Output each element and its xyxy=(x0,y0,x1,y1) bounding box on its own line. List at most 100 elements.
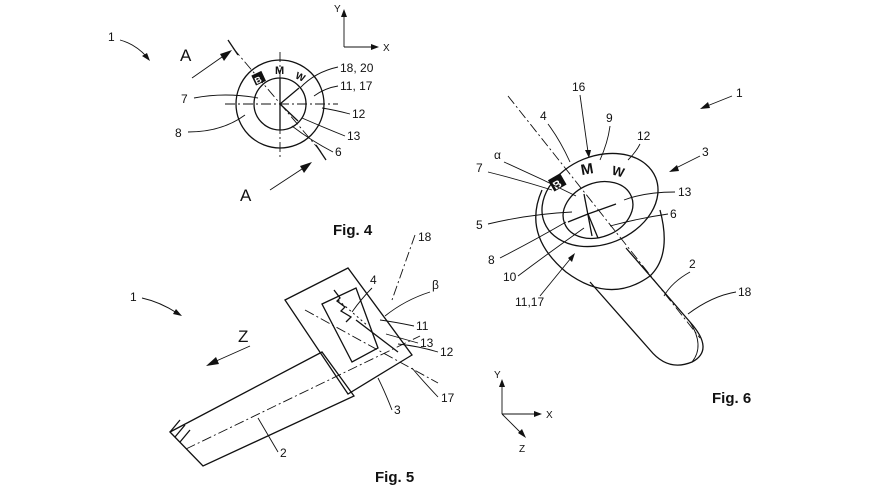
fig4-ref-6: 6 xyxy=(335,145,342,159)
fig4-leader-6 xyxy=(291,125,334,153)
fig5-shank-end-edge-3 xyxy=(179,429,191,443)
fig5-leader-4 xyxy=(351,287,373,313)
fig6-ref-18: 18 xyxy=(738,285,752,299)
fig5-direction-z-shaft xyxy=(213,345,251,363)
fig5-leader-2 xyxy=(257,417,279,453)
fig6-leader-18 xyxy=(687,291,737,315)
fig5-y-axis-arrowhead xyxy=(499,379,505,387)
fig6-head-side xyxy=(535,189,665,291)
fig5-shank-axis xyxy=(185,335,421,450)
fig6-leader-3 xyxy=(675,155,701,169)
fig4-radial-mark-upper xyxy=(279,87,300,105)
fig6-ref-12: 12 xyxy=(637,129,651,143)
fig4-leader-18-20 xyxy=(299,66,339,89)
fig5-leader-17 xyxy=(411,367,439,398)
fig6-shank-end-face xyxy=(689,321,699,363)
fig6-leader-2 xyxy=(663,271,691,297)
fig6-radial-mark-b xyxy=(587,203,617,215)
fig6-radial-mark-d xyxy=(567,213,589,223)
fig4-section-line xyxy=(232,47,323,154)
fig6-ref-11-17: 11,17 xyxy=(515,295,544,309)
fig5-head-recess xyxy=(321,287,379,363)
fig4-ref-18-20: 18, 20 xyxy=(340,61,374,75)
fig4-section-arrowhead-bottom xyxy=(300,162,312,173)
fig5-leader-13 xyxy=(385,333,419,344)
fig6-ref-8: 8 xyxy=(488,253,495,267)
fig5-ref-1: 1 xyxy=(130,290,137,304)
fig6-logo-letter-m: M xyxy=(580,160,595,179)
fig5-leader-11 xyxy=(379,319,415,327)
fig6-ref-10: 10 xyxy=(503,270,517,284)
fig5-axis-18 xyxy=(391,234,416,301)
fig4-leader-7 xyxy=(193,94,259,99)
fig4-section-end-top xyxy=(227,39,239,56)
fig5-leader-3 xyxy=(377,377,393,411)
fig4-ref-13: 13 xyxy=(347,129,361,143)
fig5-ref-3: 3 xyxy=(394,403,401,417)
fig4-ref-1: 1 xyxy=(108,30,115,44)
figure-4: 1 A A Y X B M W 7 8 xyxy=(108,4,390,239)
fig6-radial-mark-c xyxy=(587,213,599,239)
fig6-leader-8 xyxy=(499,221,567,259)
fig4-section-label-a-top: A xyxy=(180,46,192,65)
fig4-leader-1 xyxy=(119,39,148,58)
fig6-ref-3: 3 xyxy=(702,145,709,159)
fig4-logo-b-box xyxy=(251,70,266,86)
fig5-shank-end-edge-1 xyxy=(169,419,181,433)
fig4-arrowhead-1 xyxy=(142,53,150,61)
fig6-ref-13: 13 xyxy=(678,185,692,199)
fig5-x-axis-arrowhead xyxy=(534,411,542,417)
fig4-ref-12: 12 xyxy=(352,107,366,121)
fig6-arrowhead-1 xyxy=(700,102,710,109)
fig6-leader-alpha xyxy=(503,161,577,197)
fig4-y-axis-label: Y xyxy=(334,4,341,15)
fig4-logo-letter-b: B xyxy=(253,74,264,86)
fig5-ref-11: 11 xyxy=(416,319,429,333)
fig5-head-hidden-line xyxy=(337,299,369,327)
fig5-ref-2: 2 xyxy=(280,446,287,460)
fig6-ref-6: 6 xyxy=(670,207,677,221)
fig6-leader-1 xyxy=(706,95,733,107)
fig5-direction-z-arrowhead xyxy=(206,357,219,366)
fig6-axis-18 xyxy=(507,95,701,339)
fig5-z-axis-label: Z xyxy=(519,444,525,455)
fig6-ref-5: 5 xyxy=(476,218,483,232)
fig4-ref-7: 7 xyxy=(181,92,188,106)
fig6-ref-4: 4 xyxy=(540,109,547,123)
figure-6: B M W 1 3 16 4 9 12 α 7 13 5 6 8 10 11,1… xyxy=(476,80,752,407)
fig5-z-axis-arrowhead xyxy=(518,429,526,438)
fig6-leader-11-17 xyxy=(539,257,572,297)
fig6-caption: Fig. 6 xyxy=(712,390,751,407)
fig5-z-axis xyxy=(501,413,523,435)
fig5-leader-12 xyxy=(397,343,439,353)
fig4-leader-13 xyxy=(301,117,346,137)
fig4-section-label-a-bottom: A xyxy=(240,186,252,205)
fig6-arrowhead-3 xyxy=(669,165,679,172)
fig4-leader-12 xyxy=(321,107,351,115)
fig6-leader-12 xyxy=(627,143,641,161)
fig6-head-top-outer xyxy=(541,152,659,248)
fig5-y-axis-label: Y xyxy=(494,370,501,381)
fig5-head-block xyxy=(284,267,413,395)
fig6-logo-b-box xyxy=(547,173,567,192)
fig6-ref-16: 16 xyxy=(572,80,586,94)
fig4-leader-8 xyxy=(187,114,246,133)
fig4-radial-mark-lower xyxy=(279,103,299,122)
fig6-leader-5 xyxy=(487,211,573,225)
fig5-ref-17: 17 xyxy=(441,391,455,405)
fig6-arrowhead-16 xyxy=(585,150,591,158)
fig6-leader-13 xyxy=(623,191,676,201)
fig4-caption: Fig. 4 xyxy=(333,222,373,239)
fig5-head-diagonal xyxy=(304,309,439,384)
fig4-ref-8: 8 xyxy=(175,126,182,140)
fig6-head-top-inner xyxy=(562,180,634,240)
fig5-leader-1 xyxy=(141,297,178,314)
fig5-head-inner-edge xyxy=(355,319,399,353)
fig5-ref-beta: β xyxy=(432,278,439,292)
fig6-logo-letter-w: W xyxy=(610,163,626,181)
fig6-ref-1: 1 xyxy=(736,86,743,100)
fig5-ref-4: 4 xyxy=(370,273,377,287)
fig6-leader-10 xyxy=(517,227,585,277)
fig4-logo-letter-m: M xyxy=(275,65,284,77)
